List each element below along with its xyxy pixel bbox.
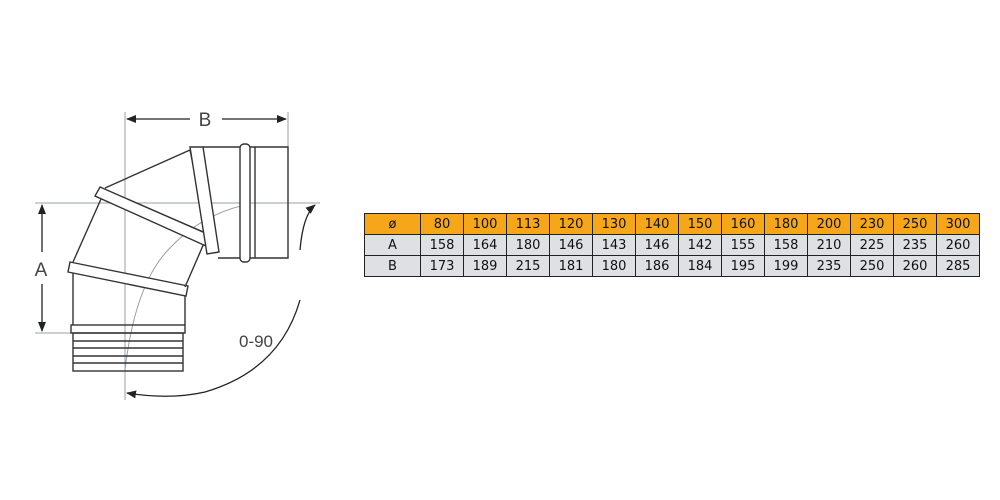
table-cell: 235 <box>893 234 937 256</box>
header-cell: 200 <box>807 213 851 235</box>
dimensions-table: ø 80 100 113 120 130 140 150 160 180 200… <box>364 213 980 277</box>
table-cell: 158 <box>764 234 808 256</box>
middle-bead <box>94 186 214 247</box>
header-cell: 120 <box>549 213 593 235</box>
table-cell: 225 <box>850 234 894 256</box>
right-collar <box>239 143 251 263</box>
table-cell: 143 <box>592 234 636 256</box>
table-cell: 155 <box>721 234 765 256</box>
header-cell: 160 <box>721 213 765 235</box>
table-row-b: B 173 189 215 181 180 186 184 195 199 23… <box>364 255 980 277</box>
header-cell: 130 <box>592 213 636 235</box>
table-cell: 146 <box>635 234 679 256</box>
table-cell: 180 <box>592 255 636 277</box>
header-cell: 80 <box>420 213 464 235</box>
table-cell: 186 <box>635 255 679 277</box>
bottom-collar <box>70 324 186 334</box>
table-row-a: A 158 164 180 146 143 146 142 155 158 21… <box>364 234 980 256</box>
header-cell: 100 <box>463 213 507 235</box>
table-cell: 285 <box>936 255 980 277</box>
table-cell: 189 <box>463 255 507 277</box>
header-row: ø 80 100 113 120 130 140 150 160 180 200… <box>364 213 980 235</box>
bottom-spigot <box>72 332 184 372</box>
table-cell: 260 <box>893 255 937 277</box>
elbow-drawing: B A 0-90 <box>35 110 320 400</box>
table-cell: 180 <box>506 234 550 256</box>
table-cell: 260 <box>936 234 980 256</box>
table-cell: 173 <box>420 255 464 277</box>
table-cell: 164 <box>463 234 507 256</box>
table-cell: 210 <box>807 234 851 256</box>
table-cell: 181 <box>549 255 593 277</box>
header-cell: 230 <box>850 213 894 235</box>
header-cell: 150 <box>678 213 722 235</box>
lower-bead <box>67 261 189 297</box>
header-cell: 180 <box>764 213 808 235</box>
elbow-body <box>67 143 289 372</box>
table-cell: 146 <box>549 234 593 256</box>
row-label-b: B <box>364 255 421 277</box>
upper-bead <box>189 146 220 255</box>
extension-lines <box>35 112 320 400</box>
dimension-a-label: A <box>35 260 48 281</box>
header-cell: 140 <box>635 213 679 235</box>
header-cell-diameter: ø <box>364 213 421 235</box>
dimension-b-label: B <box>199 110 212 131</box>
header-cell: 113 <box>506 213 550 235</box>
table-cell: 250 <box>850 255 894 277</box>
header-cell: 300 <box>936 213 980 235</box>
table-cell: 235 <box>807 255 851 277</box>
table-cell: 184 <box>678 255 722 277</box>
angle-range-label: 0-90 <box>239 332 273 351</box>
table-cell: 158 <box>420 234 464 256</box>
header-cell: 250 <box>893 213 937 235</box>
dimension-b-line: B <box>126 110 287 131</box>
angle-arc: 0-90 <box>126 204 316 399</box>
row-label-a: A <box>364 234 421 256</box>
dimension-a-line: A <box>35 204 48 332</box>
table-cell: 215 <box>506 255 550 277</box>
table-cell: 142 <box>678 234 722 256</box>
table-cell: 195 <box>721 255 765 277</box>
table-cell: 199 <box>764 255 808 277</box>
